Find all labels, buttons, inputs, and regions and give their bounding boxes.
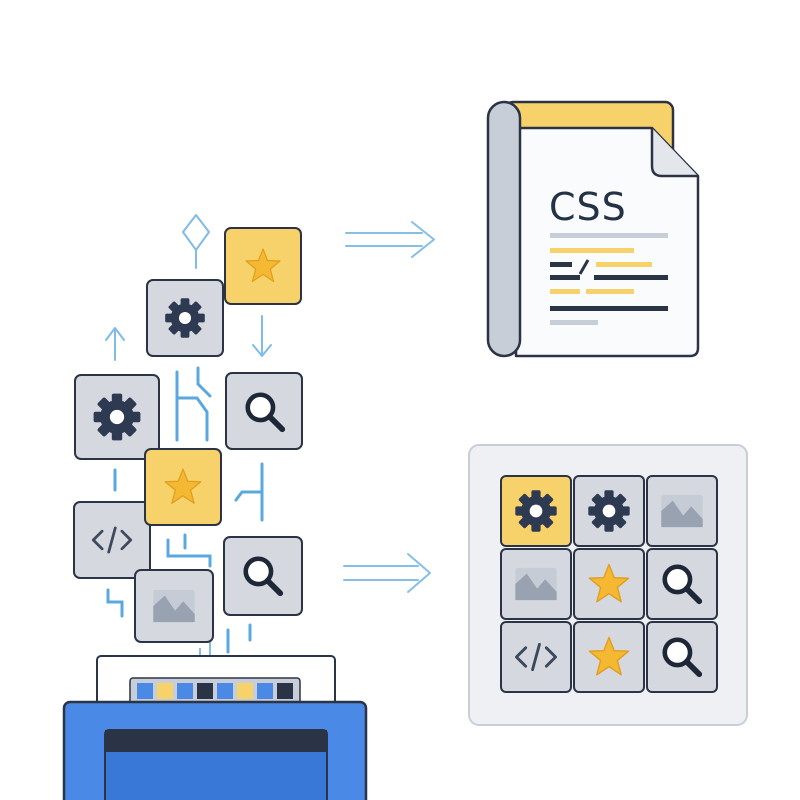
css-file-label: CSS — [549, 185, 627, 229]
grid-tile — [500, 475, 572, 547]
grid-tile — [573, 621, 645, 693]
right-arrow-icon — [345, 221, 435, 258]
sprite-tile — [225, 372, 303, 450]
sprite-sheet-panel — [468, 444, 748, 726]
css-file-icon: CSS — [486, 100, 700, 358]
image-icon — [661, 494, 703, 528]
down-arrow-icon — [252, 315, 272, 357]
sprite-tile — [146, 279, 224, 357]
sprite-tile — [144, 448, 222, 526]
monitor-device — [62, 655, 368, 800]
grid-tile — [500, 621, 572, 693]
strip-cell — [277, 683, 293, 699]
strip-cell — [217, 683, 233, 699]
image-icon — [515, 567, 557, 601]
gear-icon — [588, 490, 630, 532]
sprite-grid — [500, 475, 718, 693]
grid-tile — [646, 548, 718, 620]
connector-lines — [106, 366, 264, 654]
code-lines — [550, 233, 668, 325]
gear-icon — [515, 490, 557, 532]
strip-cell — [197, 683, 213, 699]
gear-icon — [165, 298, 205, 338]
sprite-tile — [134, 569, 214, 643]
strip-cell — [137, 683, 153, 699]
sprite-tile — [223, 536, 303, 616]
strip-cell — [157, 683, 173, 699]
sprite-tile — [74, 374, 160, 460]
sprite-tile — [224, 227, 302, 305]
up-arrow-icon — [182, 214, 210, 269]
strip-cell — [257, 683, 273, 699]
strip-cell — [177, 683, 193, 699]
right-arrow-icon — [343, 553, 431, 593]
grid-tile — [573, 548, 645, 620]
grid-tile — [500, 548, 572, 620]
up-arrow-icon — [105, 327, 125, 361]
color-strip — [137, 683, 293, 699]
gear-icon — [93, 393, 141, 441]
grid-tile — [573, 475, 645, 547]
grid-tile — [646, 475, 718, 547]
strip-cell — [237, 683, 253, 699]
image-icon — [153, 589, 195, 623]
sprite-tile — [73, 501, 151, 579]
grid-tile — [646, 621, 718, 693]
